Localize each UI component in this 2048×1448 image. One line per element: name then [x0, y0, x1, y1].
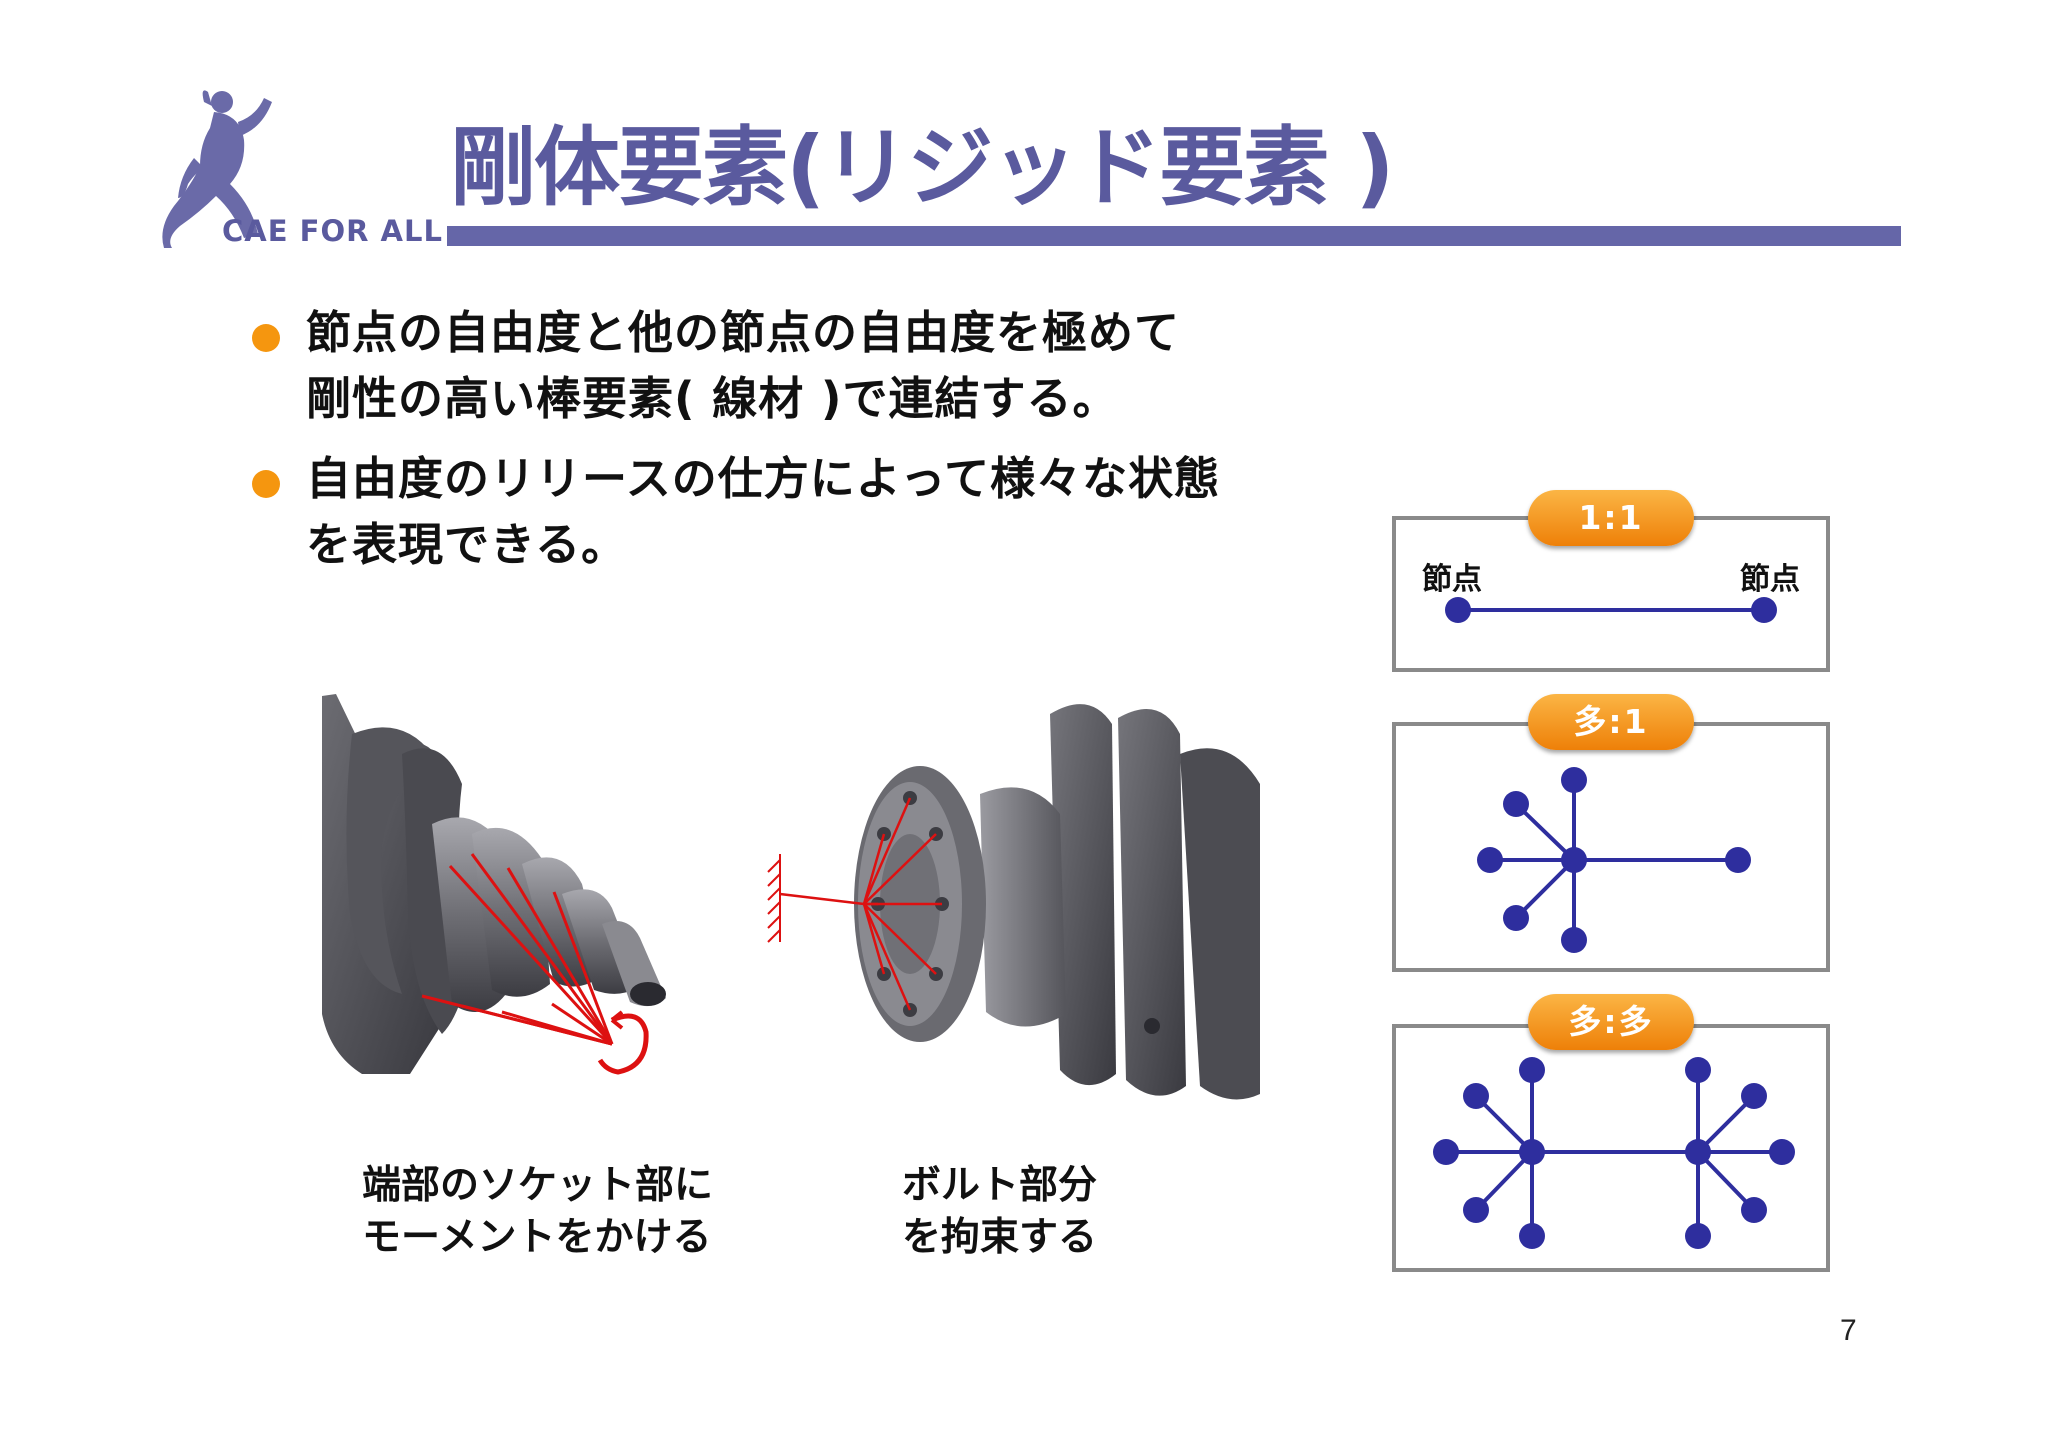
node-label: 節点	[1740, 562, 1800, 597]
page-title: 剛体要素(リジッド要素 )	[450, 118, 1395, 218]
many-to-many-graph	[1433, 1057, 1795, 1249]
bullet-dot-icon	[252, 324, 280, 352]
node-dot	[1741, 1083, 1767, 1109]
bullet-item: 節点の自由度と他の節点の自由度を極めて 剛性の高い棒要素( 線材 )で連結する。	[252, 300, 1252, 432]
diagram-label-pill: 1:1	[1528, 490, 1694, 546]
node-dot	[1751, 597, 1777, 623]
bullet-item: 自由度のリリースの仕方によって様々な状態 を表現できる。	[252, 446, 1252, 578]
node-dot	[1685, 1223, 1711, 1249]
bullet-text: 節点の自由度と他の節点の自由度を極めて	[306, 306, 1181, 359]
node-dot	[1769, 1139, 1795, 1165]
bullet-text: 剛性の高い棒要素( 線材 )で連結する。	[306, 372, 1119, 425]
bullet-list: 節点の自由度と他の節点の自由度を極めて 剛性の高い棒要素( 線材 )で連結する。…	[252, 300, 1252, 592]
node-label: 節点	[1422, 562, 1482, 597]
bullet-dot-icon	[252, 470, 280, 498]
node-dot	[1519, 1223, 1545, 1249]
center-node-dot	[1519, 1139, 1545, 1165]
node-dot	[1503, 791, 1529, 817]
node-dot	[1463, 1083, 1489, 1109]
node-dot	[1433, 1139, 1459, 1165]
diagram-many-to-many	[1392, 1024, 1830, 1272]
node-dot	[1685, 1057, 1711, 1083]
node-dot	[1445, 597, 1471, 623]
node-dot	[1561, 927, 1587, 953]
diagram-many-to-one	[1392, 722, 1830, 972]
caption-socket: 端部のソケット部に モーメントをかける	[362, 1160, 713, 1264]
node-dot	[1561, 767, 1587, 793]
diagram-label-pill: 多:1	[1528, 694, 1694, 750]
logo-text: CAE FOR ALL	[222, 214, 443, 248]
caption-line: 端部のソケット部に	[362, 1163, 714, 1208]
node-dot	[1725, 847, 1751, 873]
node-dot	[1477, 847, 1503, 873]
bullet-text: を表現できる。	[306, 518, 628, 571]
bullet-text: 自由度のリリースの仕方によって様々な状態	[306, 452, 1221, 505]
node-dot	[1519, 1057, 1545, 1083]
node-dot	[1503, 905, 1529, 931]
caption-line: ボルト部分	[902, 1163, 1098, 1208]
cae-for-all-logo	[162, 90, 272, 248]
diagram-label-pill: 多:多	[1528, 994, 1694, 1050]
center-node-dot	[1561, 847, 1587, 873]
caption-bolt: ボルト部分 を拘束する	[902, 1160, 1097, 1264]
title-underline	[447, 226, 1901, 246]
caption-line: モーメントをかける	[362, 1215, 712, 1260]
center-node-dot	[1685, 1139, 1711, 1165]
many-to-one-graph	[1477, 767, 1751, 953]
node-dot	[1463, 1197, 1489, 1223]
crankshaft-socket-image	[322, 694, 666, 1075]
caption-line: を拘束する	[902, 1215, 1098, 1260]
one-to-one-graph	[1445, 597, 1777, 623]
page-number: 7	[1840, 1314, 1857, 1347]
crankshaft-bolt-image	[767, 704, 1260, 1100]
node-dot	[1741, 1197, 1767, 1223]
